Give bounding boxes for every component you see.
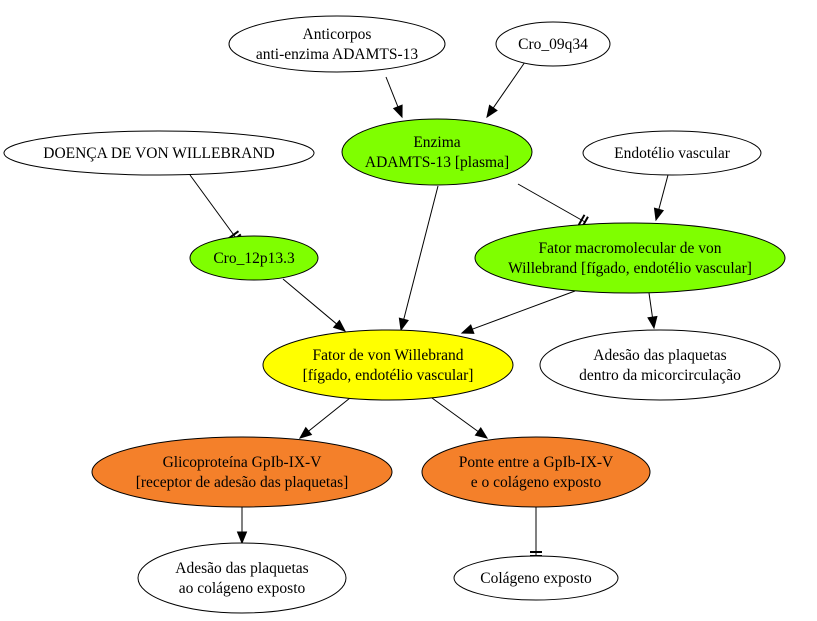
node-label: ADAMTS-13 [plasma]	[365, 154, 509, 171]
node-shape	[539, 329, 781, 401]
node-label: Glicoproteína GpIb-IX-V	[163, 454, 323, 471]
node-label: Adesão das plaquetas	[175, 560, 308, 577]
node-shape	[474, 222, 786, 294]
edge-glicoproteina-to-adesao_colageno	[236, 507, 248, 545]
node-label: Endotélio vascular	[614, 145, 731, 162]
node-shape	[137, 542, 347, 614]
node-label: dentro da micorcirculação	[579, 367, 741, 384]
edge-cro_12p13-to-fator_vw	[282, 278, 347, 332]
edge-line	[431, 397, 479, 432]
arrowhead	[474, 426, 489, 439]
node-fator-vw: Fator de von Willebrand [fígado, endotéli…	[262, 329, 514, 401]
edge-anticorpos-to-enzima	[385, 76, 403, 119]
arrowhead	[486, 104, 498, 119]
node-label: DOENÇA DE VON WILLEBRAND	[43, 145, 275, 162]
edge-fator_vw-to-ponte	[431, 397, 489, 439]
edge-line	[648, 292, 653, 318]
node-glicoproteina: Glicoproteína GpIb-IX-V [receptor de ades…	[91, 436, 393, 508]
node-label: Enzima	[413, 134, 460, 151]
edge-endotelio-to-fator_macro	[653, 174, 669, 222]
node-label: [fígado, endotélio vascular]	[303, 367, 474, 384]
edge-line	[517, 183, 586, 223]
node-shape	[189, 235, 319, 281]
node-label: Fator macromolecular de von	[539, 240, 722, 257]
node-label: e o colágeno exposto	[471, 474, 602, 491]
edge-fator_macro-to-fator_vw	[460, 290, 576, 334]
node-shape	[341, 118, 533, 186]
node-shape	[262, 329, 514, 401]
arrowhead	[398, 317, 409, 332]
edge-line	[385, 76, 399, 107]
edge-fator_vw-to-glicoproteina	[298, 397, 351, 439]
edge-enzima-to-fator_macro	[517, 183, 589, 228]
node-label: Anticorpos	[303, 26, 372, 43]
node-shape	[3, 130, 315, 176]
arrowhead	[332, 319, 347, 332]
edge-line	[658, 174, 669, 210]
arrowhead	[392, 104, 403, 119]
node-endotelio: Endotélio vascular	[582, 130, 762, 176]
node-shape	[582, 130, 762, 176]
edge-line	[282, 278, 337, 325]
node-cro-09q34: Cro_09q34	[495, 21, 611, 67]
node-label: anti-enzima ADAMTS-13	[256, 46, 419, 63]
edge-cro_09q34-to-enzima	[486, 61, 526, 119]
edge-ponte-to-colageno	[530, 507, 542, 557]
node-label: Ponte entre a GpIb-IX-V	[459, 454, 614, 471]
node-doenca: DOENÇA DE VON WILLEBRAND	[3, 130, 315, 176]
node-label: Willebrand [fígado, endotélio vascular]	[508, 260, 752, 277]
edge-enzima-to-fator_vw	[398, 185, 439, 332]
node-label: Cro_12p13.3	[213, 250, 295, 267]
node-shape	[453, 555, 619, 601]
node-ponte: Ponte entre a GpIb-IX-V e o colágeno expo…	[421, 436, 651, 508]
node-shape	[91, 436, 393, 508]
edge-line	[403, 185, 439, 320]
node-label: [receptor de adesão das plaquetas]	[136, 474, 349, 491]
edge-line	[472, 290, 576, 330]
node-label: Fator de von Willebrand	[312, 347, 463, 364]
arrowhead	[653, 207, 665, 222]
edge-doenca-to-cro_12p13	[189, 174, 242, 243]
arrowhead	[460, 324, 475, 334]
node-adesao-micro: Adesão das plaquetas dentro da micorcircu…	[539, 329, 781, 401]
node-shape	[495, 21, 611, 67]
arrowhead	[298, 426, 313, 439]
edge-line	[308, 397, 351, 432]
node-adesao-colageno: Adesão das plaquetas ao colágeno exposto	[137, 542, 347, 614]
node-label: ao colágeno exposto	[179, 580, 306, 597]
node-cro-12p13: Cro_12p13.3	[189, 235, 319, 281]
arrowhead	[647, 315, 658, 330]
node-label: Adesão das plaquetas	[593, 347, 726, 364]
edge-line	[189, 174, 237, 239]
node-shape	[421, 436, 651, 508]
node-label: Cro_09q34	[518, 36, 588, 53]
node-colageno: Colágeno exposto	[453, 555, 619, 601]
nodes-layer: Anticorpos anti-enzima ADAMTS-13 Cro_09q34…	[3, 15, 786, 614]
node-shape	[228, 15, 446, 73]
edge-fator_macro-to-adesao_micro	[647, 292, 658, 330]
arrowhead	[236, 531, 248, 545]
inhibition-bar	[577, 214, 586, 226]
node-anticorpos: Anticorpos anti-enzima ADAMTS-13	[228, 15, 446, 73]
node-label: Colágeno exposto	[480, 570, 592, 587]
edge-line	[492, 61, 526, 109]
